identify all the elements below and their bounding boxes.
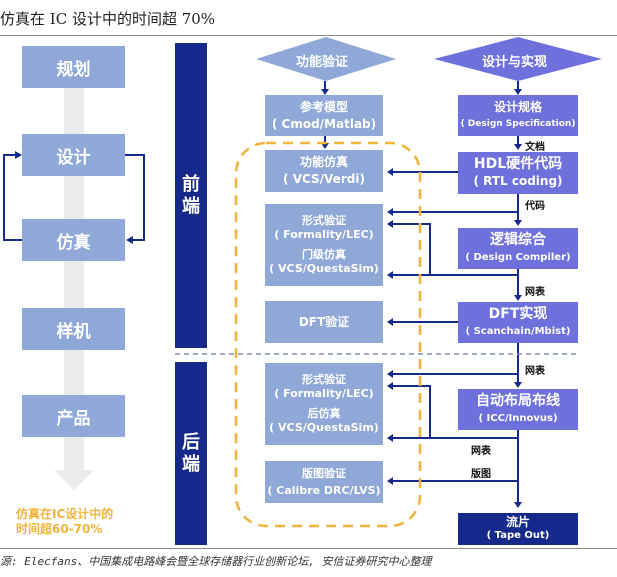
box-subtitle: ( RTL coding) [473,174,563,188]
edge-label-netlist: 网表 [471,446,491,457]
edge-label-code: 代码 [525,201,545,212]
box-design-spec: 设计规格 ( Design Specification) [458,95,578,136]
box-logic-synthesis: 逻辑综合 ( Design Compiler) [458,228,578,269]
box-subtitle: ( Tape Out) [486,530,550,541]
box-subtitle: ( Scanchain/Mbist) [465,325,571,337]
loop-arrow-left [3,154,22,241]
box-subtitle: ( Formality/LEC) [274,228,374,241]
header-design-implementation: 设计与实现 [482,55,548,70]
box-dft-verification: DFT验证 [265,301,383,343]
diamond-design-implementation [434,37,602,81]
box-title: DFT验证 [298,314,350,329]
band-char: 后 [182,431,200,453]
edge-label-netlist: 网表 [525,287,545,298]
loop-arrowhead-right [126,236,133,244]
box-subtitle: ( Design Specification) [460,118,576,129]
box-subtitle: ( Calibre DRC/LVS) [267,484,381,497]
box-subtitle: ( VCS/QuestaSim) [269,421,379,434]
box-formal-post-sim-back: 形式验证 ( Formality/LEC) 后仿真 ( VCS/QuestaSi… [265,363,383,445]
stage-product: 产品 [22,395,125,437]
stage-simulation: 仿真 [22,219,125,261]
stage-prototype: 样机 [22,308,125,350]
box-title: HDL硬件代码 [473,156,563,172]
source-divider [0,548,617,549]
loop-arrowhead-left [15,151,22,159]
header-functional-verification: 功能验证 [296,55,349,70]
box-functional-simulation: 功能仿真 ( VCS/Verdi) [265,150,383,192]
box-subtitle: ( Design Compiler) [465,251,571,263]
note-line-1: 仿真在IC设计中的 [16,507,114,521]
edge-label-layout: 版图 [471,469,491,480]
box-subtitle: ( VCS/QuestaSim) [269,262,379,275]
simulation-time-note: 仿真在IC设计中的 时间超60-70% [16,507,113,537]
flow-arrow-shaft [64,85,84,470]
box-title: 参考模型 [299,99,348,114]
box-title: 逻辑综合 [490,231,546,248]
box-formal-gate-sim-front: 形式验证 ( Formality/LEC) 门级仿真 ( VCS/QuestaS… [265,204,383,286]
box-title: 设计规格 [493,99,542,114]
box-dft-implementation: DFT实现 ( Scanchain/Mbist) [458,302,578,343]
stage-label: 样机 [56,321,91,342]
box-reference-model: 参考模型 ( Cmod/Matlab) [265,95,383,136]
box-subtitle: ( ICC/Innovus) [478,412,558,424]
stage-label: 产品 [56,408,91,429]
band-char: 前 [182,173,200,195]
stage-label: 仿真 [56,232,91,253]
note-line-2: 时间超60-70% [16,522,103,536]
diamond-functional-verification [256,37,396,81]
box-title: 后仿真 [307,407,341,420]
box-subtitle: ( Cmod/Matlab) [271,116,377,131]
band-back-end: 后 端 [175,362,207,545]
edge-label-document: 文档 [525,142,545,153]
page-title: 仿真在 IC 设计中的时间超 70% [0,10,216,28]
source-note: 源: Elecfans、中国集成电路峰会暨全球存储器行业创新论坛, 安信证券研究… [0,555,432,568]
verification-group-outline [234,141,422,528]
box-title: 流片 [505,515,530,529]
title-divider [0,35,617,36]
box-title: 功能仿真 [299,155,348,169]
box-hdl-code: HDL硬件代码 ( RTL coding) [458,152,578,194]
flow-arrow-head [54,470,94,490]
stage-planning: 规划 [22,46,125,88]
box-title: 形式验证 [302,214,346,227]
edge-label-netlist: 网表 [525,366,545,377]
box-title: 门级仿真 [302,248,346,261]
box-place-and-route: 自动布局布线 ( ICC/Innovus) [458,389,578,430]
box-title: DFT实现 [488,305,548,322]
band-front-end: 前 端 [175,43,207,348]
box-title: 自动布局布线 [476,392,560,409]
stage-label: 规划 [56,59,91,80]
band-char: 端 [182,195,200,217]
stage-design: 设计 [22,134,125,176]
stage-label: 设计 [56,147,91,168]
band-char: 端 [182,453,200,475]
box-title: 形式验证 [302,373,346,386]
loop-arrow-right [125,154,145,241]
box-tape-out: 流片 ( Tape Out) [458,513,578,545]
box-subtitle: ( VCS/Verdi) [283,172,365,186]
box-subtitle: ( Formality/LEC) [274,387,374,400]
box-layout-verification: 版图验证 ( Calibre DRC/LVS) [265,461,383,503]
box-title: 版图验证 [302,467,346,480]
